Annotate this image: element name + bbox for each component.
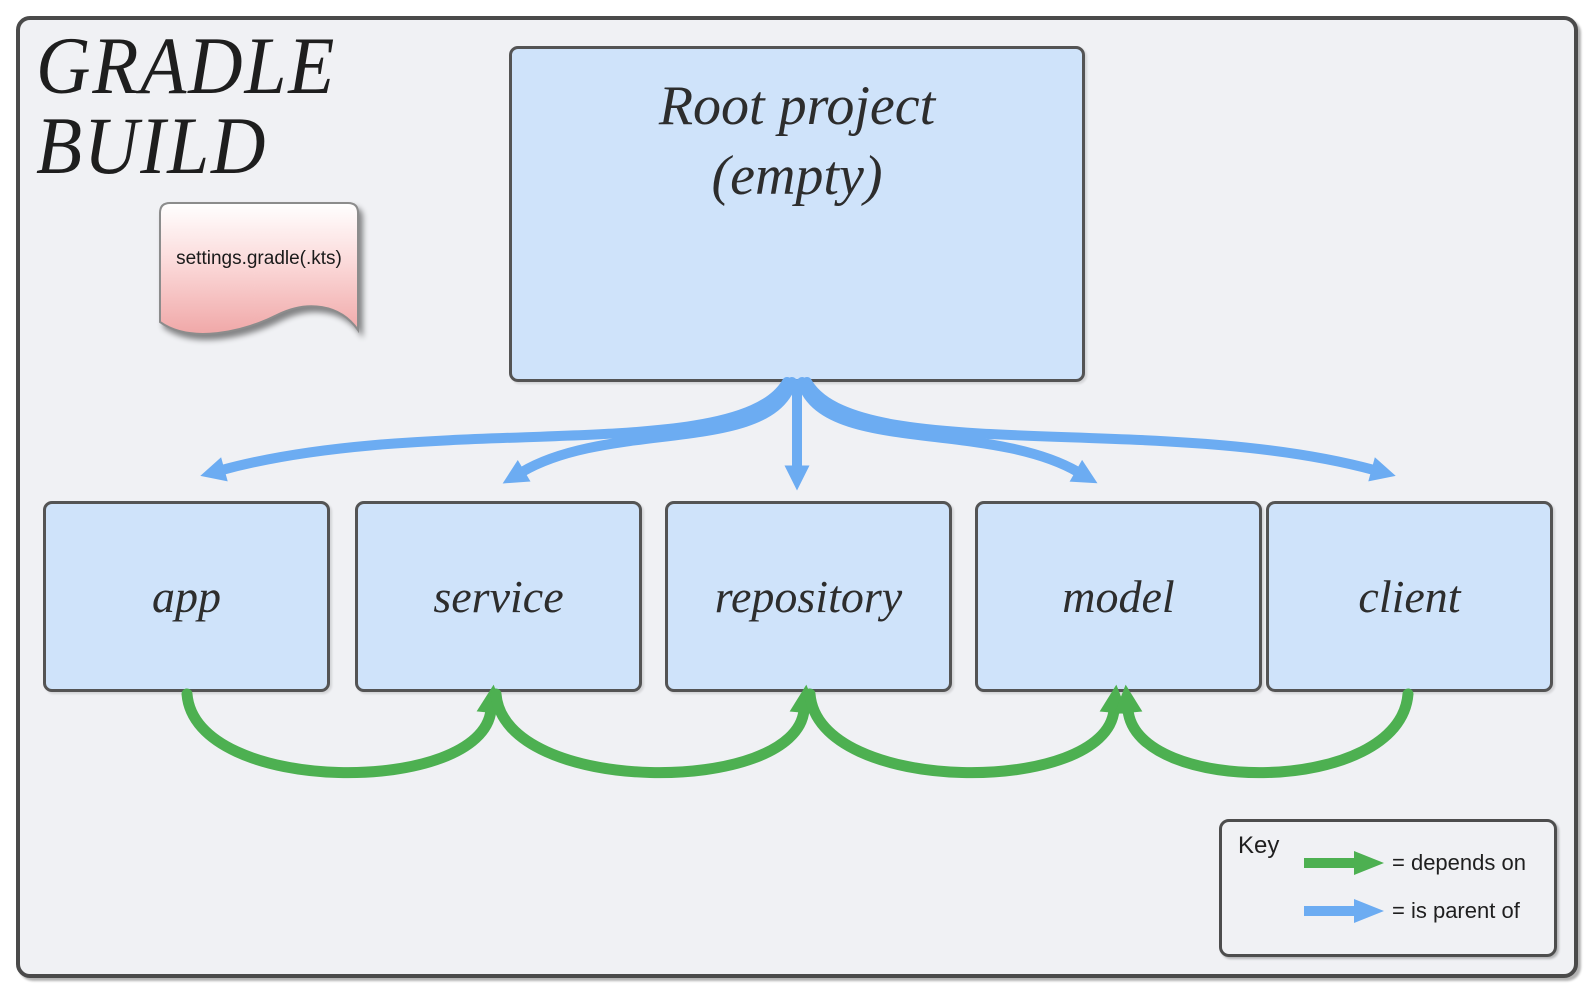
depends-on-arrow-icon bbox=[1304, 851, 1384, 875]
node-model: model bbox=[975, 501, 1262, 692]
node-model-label: model bbox=[1062, 571, 1175, 622]
node-app: app bbox=[43, 501, 330, 692]
legend-item-is-parent-of: = is parent of bbox=[1304, 898, 1520, 924]
edge-root-parent-of-app bbox=[200, 377, 792, 482]
legend-label-depends-on: = depends on bbox=[1392, 850, 1526, 875]
legend: Key = depends on = is parent of bbox=[1219, 819, 1557, 957]
note-shape-icon bbox=[159, 202, 359, 335]
root-label-line-2: (empty) bbox=[711, 145, 883, 207]
edge-repository-depends-on-model bbox=[804, 684, 1128, 778]
legend-label-is-parent-of: = is parent of bbox=[1392, 898, 1520, 923]
node-client: client bbox=[1266, 501, 1553, 692]
legend-item-depends-on: = depends on bbox=[1304, 850, 1526, 876]
legend-title: Key bbox=[1238, 832, 1280, 859]
edge-root-parent-of-client bbox=[802, 377, 1396, 482]
diagram-title: GRADLE BUILD bbox=[36, 20, 337, 192]
edge-root-parent-of-model bbox=[797, 377, 1098, 484]
root-label-line-1: Root project bbox=[658, 75, 936, 137]
node-client-label: client bbox=[1358, 571, 1461, 622]
node-app-label: app bbox=[152, 571, 221, 622]
node-service: service bbox=[355, 501, 642, 692]
edge-client-depends-on-model bbox=[1114, 684, 1414, 778]
node-repository-label: repository bbox=[714, 571, 903, 622]
node-service-label: service bbox=[433, 571, 564, 622]
node-root-project: Root project (empty) bbox=[509, 46, 1085, 382]
edge-root-parent-of-service bbox=[502, 377, 797, 484]
edge-service-depends-on-repository bbox=[490, 684, 818, 778]
is-parent-of-arrow-icon bbox=[1304, 899, 1384, 923]
settings-gradle-note: settings.gradle(.kts) bbox=[159, 202, 369, 362]
title-line-1: GRADLE bbox=[36, 20, 337, 111]
node-repository: repository bbox=[665, 501, 952, 692]
edge-app-depends-on-service bbox=[181, 684, 505, 778]
node-root-project-label: Root project (empty) bbox=[659, 49, 935, 211]
settings-gradle-note-label: settings.gradle(.kts) bbox=[176, 248, 342, 269]
diagram-board: GRADLE BUILD settings.gradle(.kts) Root … bbox=[16, 16, 1578, 978]
title-line-2: BUILD bbox=[36, 100, 268, 192]
